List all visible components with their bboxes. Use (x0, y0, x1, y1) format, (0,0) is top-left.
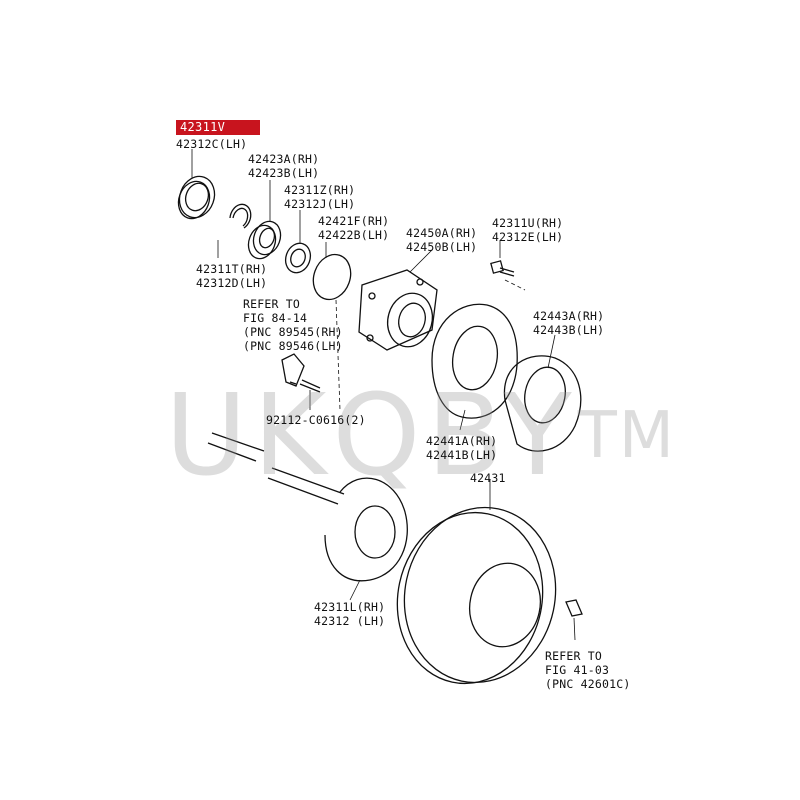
gasket[interactable] (503, 355, 582, 452)
part-label[interactable]: 42450A(RH) (406, 226, 478, 240)
spacer-ring[interactable] (282, 240, 315, 276)
sensor-screw[interactable] (299, 379, 321, 393)
axle-shaft[interactable] (207, 432, 408, 582)
leader-lines (191, 149, 576, 641)
snap-ring[interactable] (229, 203, 252, 229)
part-label[interactable]: 42423A(RH) (248, 152, 320, 166)
part-label[interactable]: 42443B(LH) (533, 323, 605, 337)
axle-hub[interactable] (358, 269, 438, 352)
part-label[interactable]: 42450B(LH) (406, 240, 478, 254)
bearing[interactable] (244, 218, 285, 263)
o-ring[interactable] (307, 249, 357, 305)
oil-seal[interactable] (173, 171, 220, 223)
part-label[interactable]: 42311L(RH) (314, 600, 386, 614)
part-label[interactable]: 42311Z(RH) (284, 183, 356, 197)
part-label[interactable]: 92112-C0616(2) (266, 413, 366, 427)
reference-note: (PNC 89546(LH) (243, 339, 343, 353)
part-label[interactable]: 42312E(LH) (492, 230, 564, 244)
reference-note: REFER TO (243, 297, 300, 311)
reference-note: FIG 84-14 (243, 311, 308, 325)
part-label[interactable]: 42311U(RH) (492, 216, 564, 230)
highlighted-part-number[interactable]: 42311V (176, 120, 260, 135)
trademark-symbol: TM (577, 399, 677, 473)
part-label[interactable]: 42421F(RH) (318, 214, 390, 228)
reference-note: (PNC 42601C) (545, 677, 631, 691)
part-label[interactable]: 42311T(RH) (196, 262, 268, 276)
part-label[interactable]: 42441A(RH) (426, 434, 498, 448)
disc-screw[interactable] (565, 599, 583, 617)
part-label[interactable]: 42443A(RH) (533, 309, 605, 323)
reference-note: FIG 41-03 (545, 663, 610, 677)
part-label[interactable]: 42312 (LH) (314, 614, 386, 628)
part-label[interactable]: 42312C(LH) (176, 137, 248, 151)
part-label[interactable]: 42312J(LH) (284, 197, 356, 211)
hub-bolt[interactable] (490, 260, 515, 277)
part-label[interactable]: 42423B(LH) (248, 166, 320, 180)
speed-sensor[interactable] (281, 353, 305, 387)
part-label[interactable]: 42422B(LH) (318, 228, 390, 242)
part-label[interactable]: 42441B(LH) (426, 448, 498, 462)
reference-note: REFER TO (545, 649, 602, 663)
brake-disc[interactable] (382, 493, 572, 697)
reference-note: (PNC 89545(RH) (243, 325, 343, 339)
watermark: UKQBYTM (165, 371, 677, 501)
part-label[interactable]: 42431 (470, 471, 506, 485)
part-label[interactable]: 42312D(LH) (196, 276, 268, 290)
